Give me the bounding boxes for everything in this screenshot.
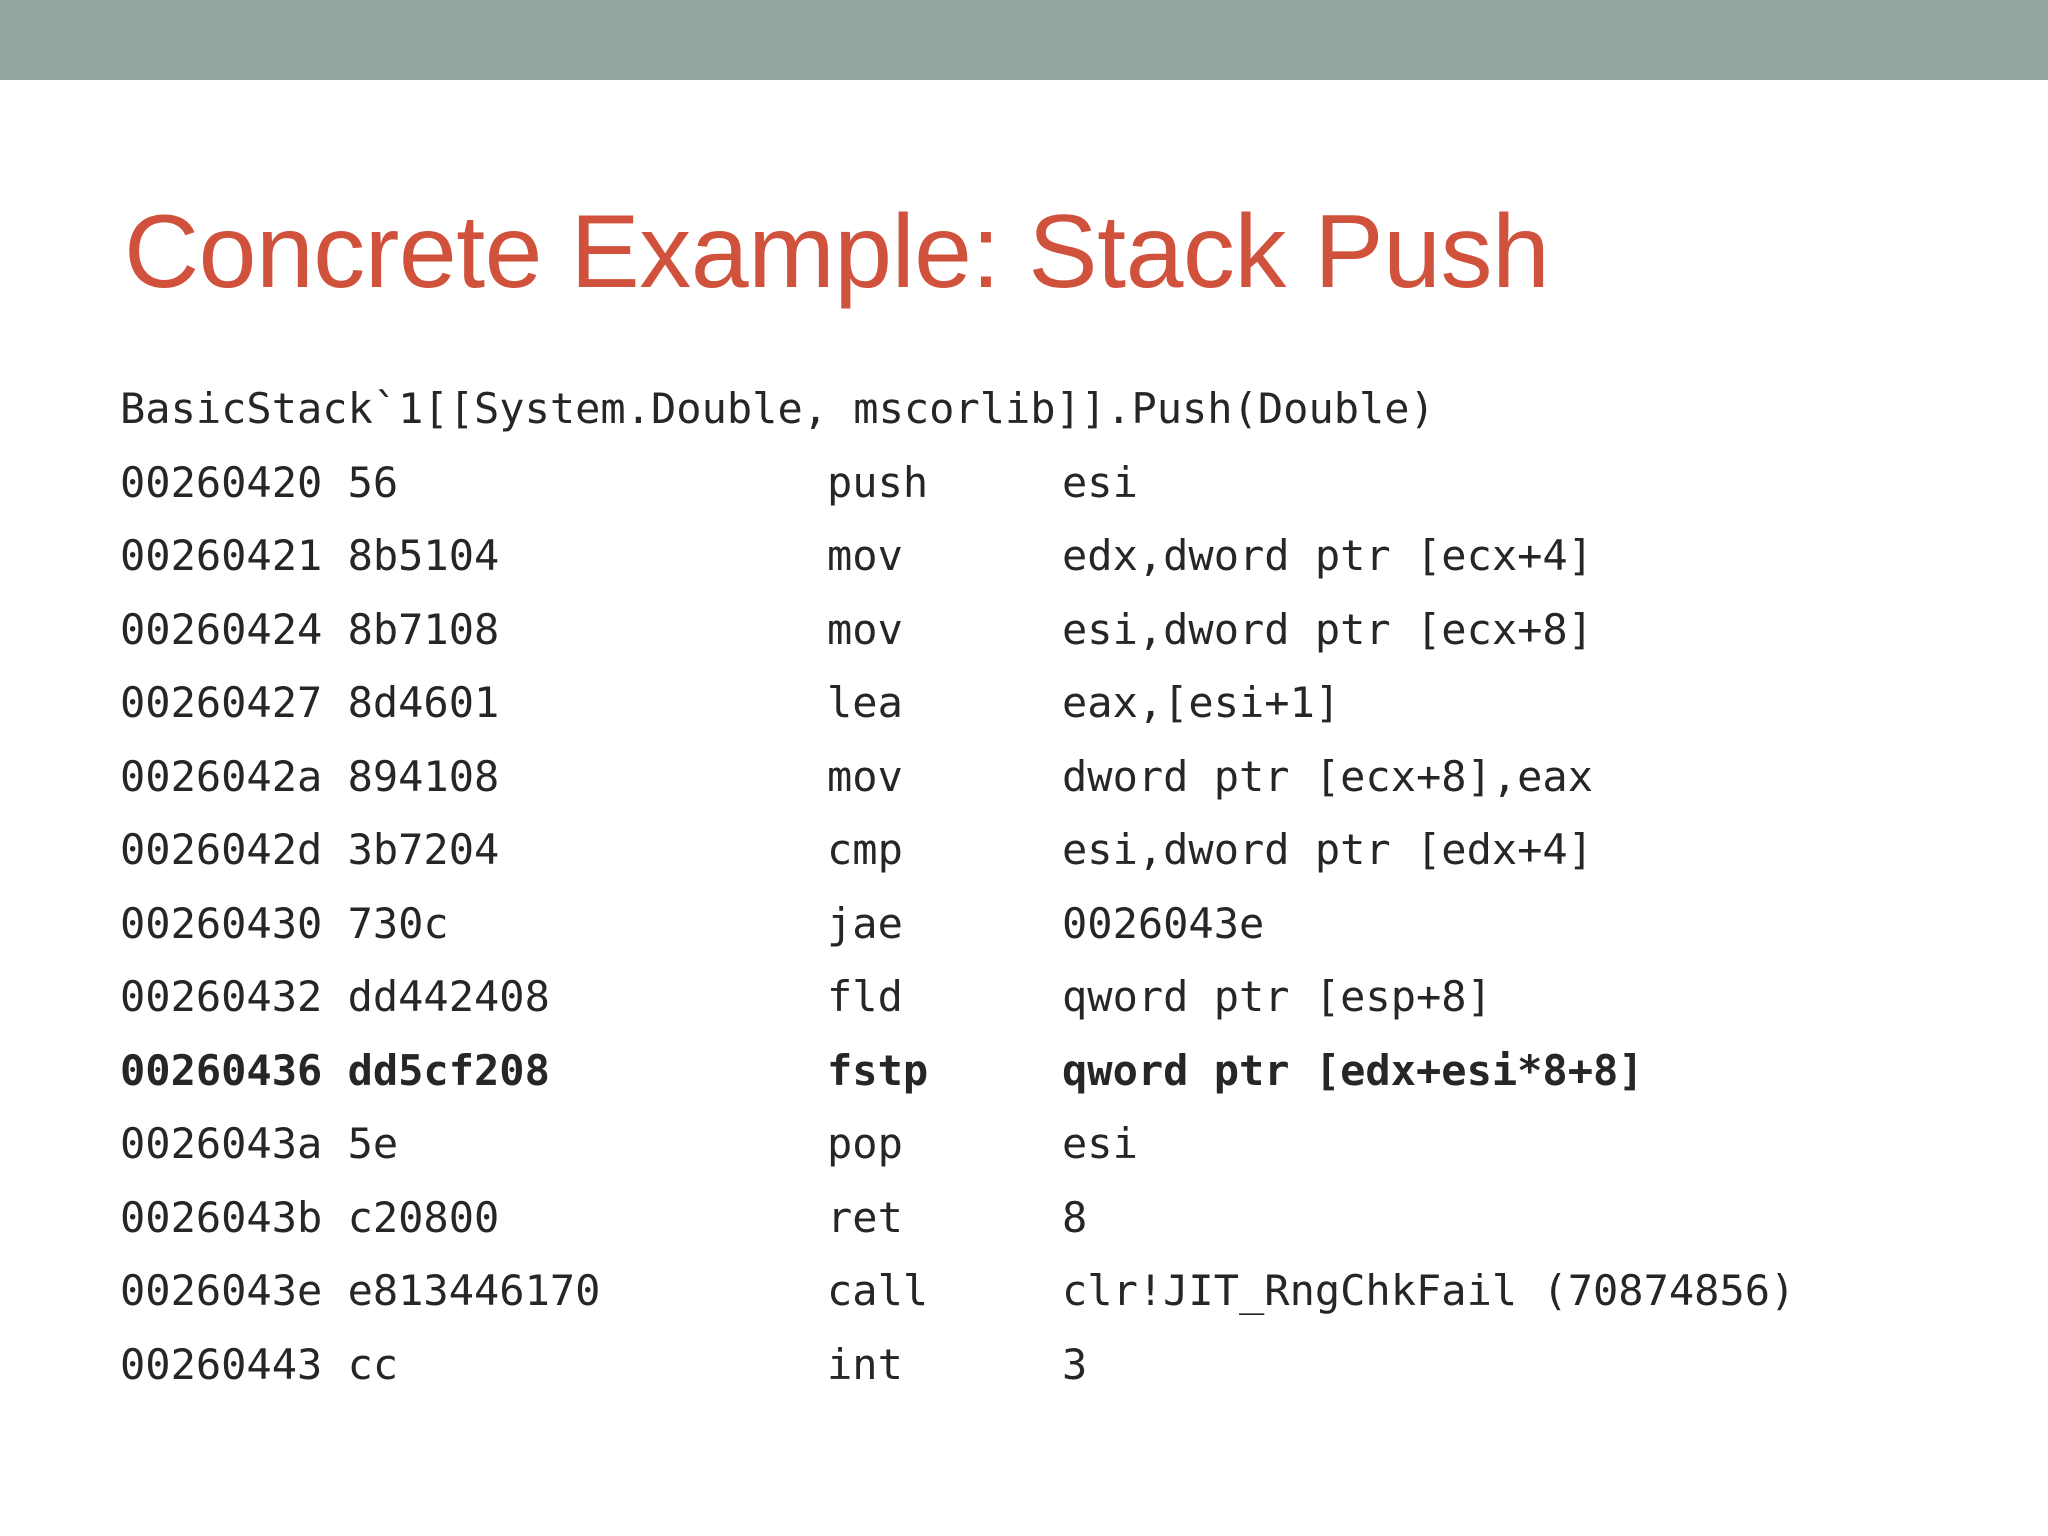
code-line: 00260432 dd442408 fld qword ptr [esp+8] [120,960,1950,1034]
code-operands: clr!JIT_RngChkFail (70874856) [1062,1266,1796,1315]
code-address: 00260424 8b7108 [120,604,500,654]
code-operands: 8 [1062,1192,1088,1242]
code-line: 0026042d 3b7204 cmp esi,dword ptr [edx+4] [120,813,1950,887]
top-decorative-band [0,0,2048,80]
code-mnemonic: mov [827,604,903,654]
code-mnemonic: fld [827,972,903,1021]
code-address: 00260430 730c [120,898,449,948]
code-line-list: 00260420 56 push esi 00260421 8b5104 mov edx,… [120,446,1950,1402]
code-mnemonic: pop [827,1119,903,1168]
code-operands: esi,dword ptr [edx+4] [1062,825,1594,874]
code-mnemonic: lea [827,678,903,727]
code-address: 00260427 8d4601 [120,678,500,727]
code-operands: edx,dword ptr [ecx+4] [1062,531,1594,580]
disassembly-code-block: BasicStack`1[[System.Double, mscorlib]].… [120,372,1950,1401]
code-address: 00260421 8b5104 [120,531,500,580]
code-operands: esi [1062,1119,1138,1168]
code-operands: eax,[esi+1] [1062,678,1341,727]
code-operands: esi [1062,457,1138,507]
code-mnemonic: ret [827,1192,903,1242]
code-address: 0026043b c20800 [120,1192,500,1242]
code-address: 0026042d 3b7204 [120,825,500,874]
code-operands: qword ptr [edx+esi*8+8] [1062,1045,1644,1095]
code-mnemonic: cmp [827,825,903,874]
code-line: 00260430 730c jae 0026043e [120,887,1950,961]
code-line: 00260421 8b5104 mov edx,dword ptr [ecx+4] [120,519,1950,593]
code-address: 00260420 56 [120,457,399,507]
code-address: 0026042a 894108 [120,751,500,801]
code-mnemonic: jae [827,898,903,948]
page-title: Concrete Example: Stack Push [124,193,1550,310]
code-mnemonic: call [827,1266,929,1315]
code-operands: esi,dword ptr [ecx+8] [1062,604,1594,654]
code-line: 00260420 56 push esi [120,446,1950,520]
code-mnemonic: push [827,457,929,507]
code-mnemonic: int [827,1339,903,1389]
code-operands: qword ptr [esp+8] [1062,972,1492,1021]
code-mnemonic: mov [827,531,903,580]
code-address: 00260436 dd5cf208 [120,1045,550,1095]
code-line: 0026043e e813446170 call clr!JIT_RngChkFai… [120,1254,1950,1328]
code-line: 0026042a 894108 mov dword ptr [ecx+8],eax [120,740,1950,814]
code-line: 00260424 8b7108 mov esi,dword ptr [ecx+8] [120,593,1950,667]
code-address: 00260443 cc [120,1339,399,1389]
code-operands: dword ptr [ecx+8],eax [1062,751,1594,801]
code-line: 00260443 cc int 3 [120,1328,1950,1402]
code-address: 00260432 dd442408 [120,972,550,1021]
code-mnemonic: mov [827,751,903,801]
code-mnemonic: fstp [827,1045,929,1095]
code-line: 0026043b c20800 ret 8 [120,1181,1950,1255]
code-line: 00260427 8d4601 lea eax,[esi+1] [120,666,1950,740]
code-line-signature: BasicStack`1[[System.Double, mscorlib]].… [120,384,1435,433]
code-line: 00260436 dd5cf208 fstp qword ptr [edx+esi*… [120,1034,1950,1108]
code-operands: 3 [1062,1339,1088,1389]
code-address: 0026043e e813446170 [120,1266,601,1315]
code-line: 0026043a 5e pop esi [120,1107,1950,1181]
code-address: 0026043a 5e [120,1119,399,1168]
code-operands: 0026043e [1062,898,1265,948]
